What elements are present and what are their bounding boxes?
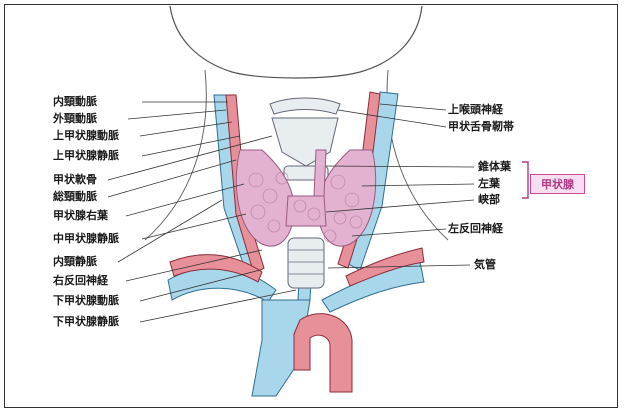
aortic-arch xyxy=(294,314,352,392)
label-thyroid-cartilage: 甲状軟骨 xyxy=(53,174,97,186)
label-inferior-thyroid-vein: 下甲状腺静脈 xyxy=(53,316,119,328)
label-middle-thyroid-vein: 中甲状腺静脈 xyxy=(53,233,119,245)
thyroid-cartilage xyxy=(272,118,338,166)
label-left-recurrent-laryngeal-nerve: 左反回神経 xyxy=(448,223,503,235)
label-superior-thyroid-vein: 上甲状腺静脈 xyxy=(53,150,119,162)
label-common-carotid-artery: 総頸動脈 xyxy=(53,191,97,203)
label-left-lobe: 左葉 xyxy=(478,178,500,190)
label-thyroid-right-lobe: 甲状腺右葉 xyxy=(53,210,108,222)
label-inferior-thyroid-artery: 下甲状腺動脈 xyxy=(53,295,119,307)
label-internal-carotid-artery: 内頸動脈 xyxy=(53,96,97,108)
thyroid-isthmus xyxy=(286,196,326,226)
label-pyramidal-lobe: 錐体葉 xyxy=(478,161,511,173)
label-trachea: 気管 xyxy=(474,259,496,271)
label-external-carotid-artery: 外頸動脈 xyxy=(53,113,97,125)
label-thyrohyoid-ligament: 甲状舌骨靭帯 xyxy=(448,121,514,133)
pyramidal-lobe xyxy=(314,150,326,196)
hyoid-bone xyxy=(270,98,340,114)
thyroid-group-text: 甲状腺 xyxy=(541,176,574,192)
label-isthmus: 峡部 xyxy=(478,194,500,206)
neck-outline xyxy=(170,6,422,78)
label-internal-jugular-vein: 内頸静脈 xyxy=(53,256,97,268)
trachea xyxy=(288,238,324,288)
thyroid-group-label: 甲状腺 xyxy=(530,174,585,194)
label-right-recurrent-laryngeal-nerve: 右反回神経 xyxy=(53,275,108,287)
thyroid-bracket xyxy=(522,162,528,198)
label-superior-laryngeal-nerve: 上喉頭神経 xyxy=(448,104,503,116)
label-superior-thyroid-artery: 上甲状腺動脈 xyxy=(53,130,119,142)
